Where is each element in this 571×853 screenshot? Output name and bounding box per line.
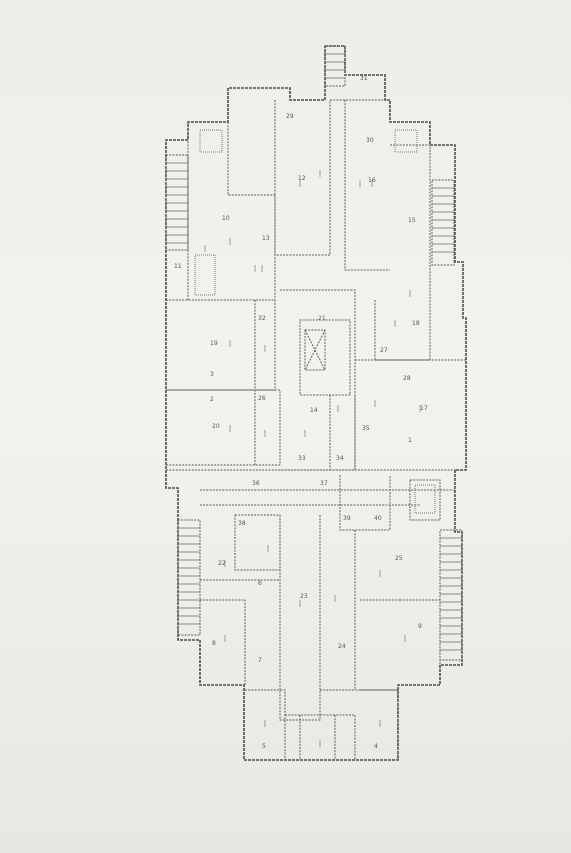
room-label: 24 — [338, 643, 346, 650]
room-label: 39 — [343, 515, 351, 522]
room-label: 7 — [258, 657, 262, 664]
room-label: 21 — [318, 315, 326, 322]
room-label: 20 — [212, 423, 220, 430]
room-label: 14 — [310, 407, 318, 414]
utility-blocks — [194, 129, 436, 514]
room-label: 26 — [258, 395, 266, 402]
annotation-marks — [204, 170, 421, 747]
room-label: 3 — [210, 371, 214, 378]
room-label: 15 — [408, 217, 416, 224]
stair-lower-left — [177, 519, 201, 636]
room-label: 1 — [408, 437, 412, 444]
stair-upper-right — [431, 179, 455, 266]
room-label: 11 — [174, 263, 182, 270]
room-label: 8 — [212, 640, 216, 647]
room-label: 5 — [262, 743, 266, 750]
room-label: 38 — [238, 520, 246, 527]
room-label: 33 — [298, 455, 306, 462]
interior-walls — [166, 99, 466, 760]
room-label: 16 — [368, 177, 376, 184]
room-label: 6 — [258, 580, 262, 587]
room-label: 29 — [286, 113, 294, 120]
room-label: 36 — [252, 480, 260, 487]
room-label: 17 — [420, 405, 428, 412]
room-label: 40 — [374, 515, 382, 522]
stair-lower-right — [439, 529, 463, 661]
elevator-shaft — [304, 329, 326, 371]
room-label: 32 — [258, 315, 266, 322]
room-label: 4 — [374, 743, 378, 750]
room-label: 34 — [336, 455, 344, 462]
room-label: 27 — [380, 347, 388, 354]
stairs — [165, 45, 463, 661]
outer-walls — [165, 45, 467, 761]
room-label: 22 — [218, 560, 226, 567]
room-label: 9 — [418, 623, 422, 630]
room-label: 28 — [403, 375, 411, 382]
room-label: 25 — [395, 555, 403, 562]
room-label: 31 — [360, 75, 368, 82]
room-label: 30 — [366, 137, 374, 144]
room-label: 12 — [298, 175, 306, 182]
room-label: 19 — [210, 340, 218, 347]
stair-top — [324, 45, 346, 87]
room-label: 23 — [300, 593, 308, 600]
stair-upper-left — [165, 154, 189, 251]
room-label: 35 — [362, 425, 370, 432]
room-label: 2 — [210, 396, 214, 403]
room-label: 13 — [262, 235, 270, 242]
room-label: 37 — [320, 480, 328, 487]
room-labels: 10 12 16 15 18 19 20 17 14 13 11 22 23 2… — [174, 75, 428, 750]
room-label: 10 — [222, 215, 230, 222]
room-label: 18 — [412, 320, 420, 327]
